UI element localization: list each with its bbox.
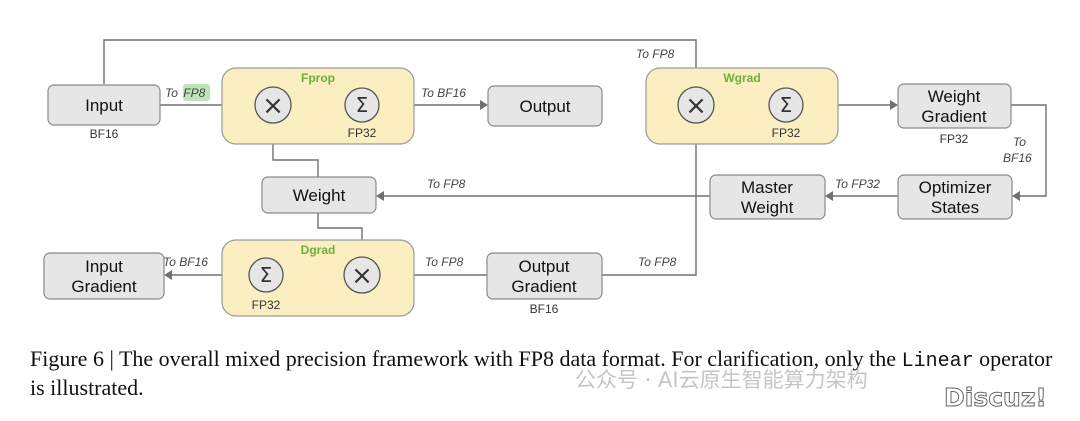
input-gradient-box	[43, 252, 165, 300]
output-gradient-label-1: Output	[518, 257, 569, 276]
svg-text:×: ×	[685, 91, 707, 121]
svg-text:Σ: Σ	[780, 93, 793, 117]
wgrad-sum-precision: FP32	[772, 126, 801, 140]
wgrad-sum-icon: Σ	[768, 87, 804, 123]
fprop-sum-icon: Σ	[344, 87, 380, 123]
dgrad-sum-icon: Σ	[248, 257, 284, 293]
input-gradient-label-2: Gradient	[71, 277, 136, 296]
svg-text:×: ×	[262, 91, 284, 121]
weight-label: Weight	[293, 186, 346, 205]
watermark-logo: Discuz!	[944, 383, 1048, 413]
optimizer-states-label-1: Optimizer	[919, 178, 992, 197]
edge-weight-gradient-to-optimizer	[1011, 104, 1047, 197]
edge-weight-to-dgrad	[317, 213, 363, 250]
optimizer-states-box	[897, 174, 1013, 220]
edge-input-to-wgrad	[103, 39, 697, 84]
wgrad-title: Wgrad	[723, 71, 760, 85]
edge-label-weight-gradient-optimizer-1: To	[1013, 135, 1026, 149]
weight-gradient-precision: FP32	[940, 132, 969, 146]
input-precision: BF16	[90, 127, 119, 141]
edge-label-input-wgrad: To FP8	[636, 47, 675, 61]
weight-gradient-label-1: Weight	[928, 87, 981, 106]
weight-box	[261, 176, 377, 214]
edge-weight-to-fprop	[272, 130, 319, 177]
edge-label-dgrad-input-gradient: To BF16	[163, 255, 208, 269]
master-weight-box	[709, 174, 826, 220]
output-gradient-label-2: Gradient	[511, 277, 576, 296]
dgrad-multiply-icon: ×	[343, 256, 381, 294]
wgrad-multiply-icon: ×	[677, 86, 715, 124]
output-label: Output	[519, 97, 570, 116]
optimizer-states-label-2: States	[931, 198, 979, 217]
master-weight-label-1: Master	[741, 178, 793, 197]
weight-gradient-box	[897, 83, 1012, 129]
weight-gradient-label-2: Gradient	[921, 107, 986, 126]
master-weight-label-2: Weight	[741, 198, 794, 217]
edge-output-gradient-to-wgrad	[602, 135, 697, 276]
output-gradient-box	[486, 252, 603, 300]
edge-label-output-gradient-wgrad: To FP8	[638, 255, 677, 269]
fprop-sum-precision: FP32	[348, 126, 377, 140]
output-gradient-precision: BF16	[530, 302, 559, 316]
dgrad-title: Dgrad	[301, 243, 336, 257]
fp8-highlight	[183, 84, 210, 101]
svg-text:Σ: Σ	[356, 93, 369, 117]
input-box	[47, 84, 161, 126]
svg-text:×: ×	[351, 261, 373, 291]
input-label: Input	[85, 96, 123, 115]
dgrad-sum-precision: FP32	[252, 298, 281, 312]
input-gradient-label-1: Input	[85, 257, 123, 276]
mixed-precision-diagram: Fprop Wgrad Dgrad × Σ FP32 × Σ FP32 × Σ …	[43, 39, 1047, 317]
caption-text-end: operator is illustrated.	[30, 346, 1053, 400]
edge-label-input-fprop: To FP8	[165, 86, 206, 100]
edge-label-weight-gradient-optimizer-2: BF16	[1003, 151, 1032, 165]
caption-text-start: Figure 6 | The overall mixed precision f…	[30, 346, 902, 371]
edge-label-output-gradient-dgrad: To FP8	[425, 255, 464, 269]
output-box	[487, 85, 603, 127]
caption-code-linear: Linear	[901, 350, 974, 373]
svg-text:Σ: Σ	[260, 263, 273, 287]
watermark-text: 公众号 · AI云原生智能算力架构	[575, 368, 868, 392]
figure-caption: Figure 6 | The overall mixed precision f…	[30, 346, 1070, 401]
edge-label-fprop-output: To BF16	[421, 86, 466, 100]
fprop-multiply-icon: ×	[254, 86, 292, 124]
fprop-title: Fprop	[301, 71, 335, 85]
edge-label-master-weight: To FP8	[427, 177, 466, 191]
edge-label-optimizer-master: To FP32	[835, 177, 880, 191]
